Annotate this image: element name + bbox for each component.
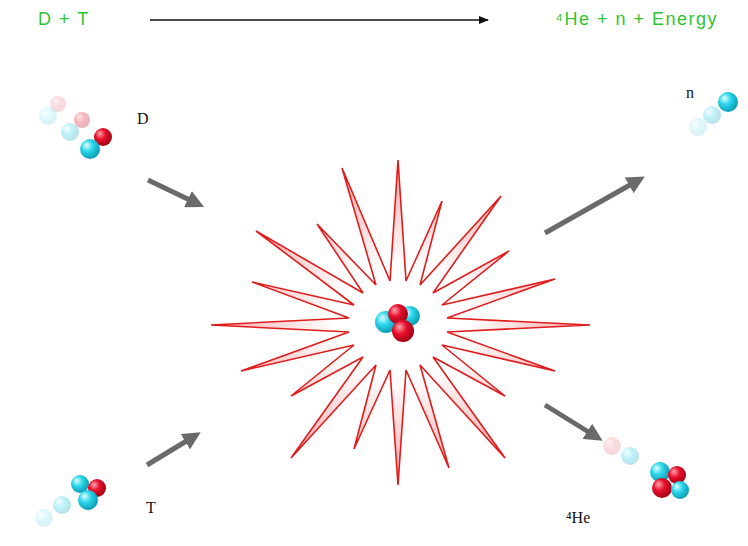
helium-particle bbox=[603, 437, 689, 499]
neutron-particle bbox=[689, 92, 738, 136]
motion-arrow bbox=[545, 181, 637, 233]
equation-products: ⁴He + n + Energy bbox=[555, 10, 718, 30]
motion-arrows bbox=[147, 180, 637, 465]
particle-label: D bbox=[137, 110, 149, 128]
reaction-arrow bbox=[150, 19, 488, 21]
burst-glow bbox=[356, 295, 440, 355]
equation-reactants: D + T bbox=[38, 10, 90, 30]
motion-arrow bbox=[545, 405, 595, 436]
particle-label: T bbox=[146, 499, 156, 517]
particle-label: ⁴He bbox=[566, 509, 590, 527]
deuterium-particle bbox=[39, 96, 112, 159]
particle-label: n bbox=[686, 84, 694, 102]
fusion-burst bbox=[211, 160, 590, 485]
motion-arrow bbox=[147, 437, 193, 465]
fused-nucleus bbox=[375, 304, 420, 342]
motion-arrow bbox=[148, 180, 196, 203]
tritium-particle bbox=[35, 475, 106, 527]
